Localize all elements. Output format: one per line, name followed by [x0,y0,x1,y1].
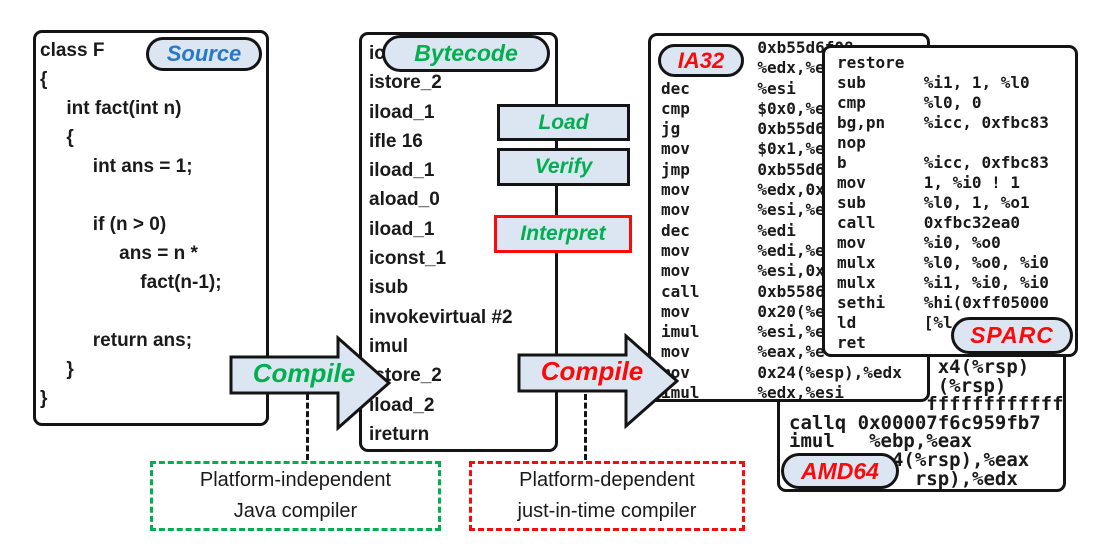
source-badge: Source [146,37,262,71]
interpret-step-label: Interpret [520,222,606,245]
sparc-badge-label: SPARC [970,322,1054,348]
verify-step-box: Verify [497,148,630,186]
bytecode-badge: Bytecode [382,35,550,72]
sparc-code-panel: restore sub %i1, 1, %l0 cmp %l0, 0 bg,pn… [822,45,1078,357]
note-line: just-in-time compiler [517,500,697,522]
verify-step-label: Verify [534,155,593,178]
amd64-assembly-code: x4(%rsp) (%rsp) ffffffffffff callq 0x000… [789,356,1064,490]
ia32-badge: IA32 [658,44,744,77]
source-badge-label: Source [166,41,242,66]
compile-arrow-1 [229,335,392,431]
ia32-assembly-code: 0xb55d6f08 %edx,%e dec %esi cmp $0x0,%e … [661,38,902,402]
dashed-connector-compile2 [584,394,587,460]
load-step-box: Load [497,104,630,141]
java-source-code: class F { int fact(int n) { int ans = 1;… [40,40,222,409]
amd64-badge: AMD64 [781,453,899,489]
sparc-assembly-code: restore sub %i1, 1, %l0 cmp %l0, 0 bg,pn… [837,53,1049,352]
interpret-step-box: Interpret [494,215,632,253]
note-line: Java compiler [233,500,358,522]
load-step-label: Load [538,110,589,134]
sparc-badge: SPARC [951,317,1073,354]
platform-dependent-note: Platform-dependent just-in-time compiler [469,461,745,531]
bytecode-badge-label: Bytecode [414,40,518,66]
amd64-badge-label: AMD64 [801,457,879,484]
compile-arrow-2 [517,333,680,429]
note-line: Platform-independent [199,469,392,491]
ia32-badge-label: IA32 [677,47,725,73]
platform-independent-note: Platform-independent Java compiler [150,461,441,531]
compile-arrow-2-label: Compile [540,356,644,386]
compile-arrow-1-label: Compile [252,358,356,388]
dashed-connector-compile1 [306,394,309,460]
note-line: Platform-dependent [519,469,695,491]
